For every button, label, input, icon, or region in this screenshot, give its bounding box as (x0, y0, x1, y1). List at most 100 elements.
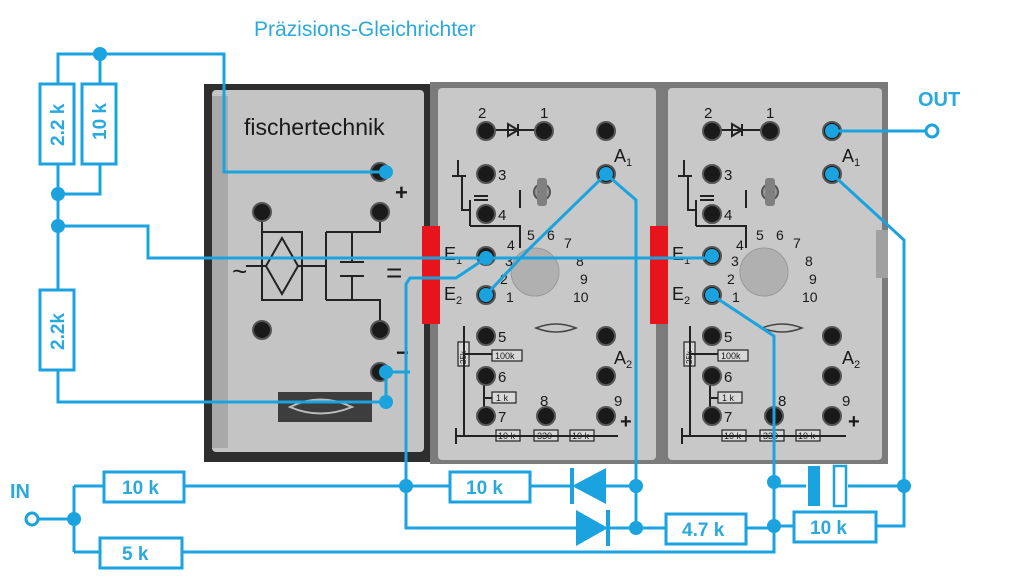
socket[interactable] (822, 406, 842, 426)
socket[interactable] (476, 326, 496, 346)
junctions (51, 47, 911, 535)
potentiometer-dial[interactable] (739, 247, 789, 297)
socket[interactable] (702, 406, 722, 426)
dial-label: 10 (573, 289, 589, 305)
plus-label: + (848, 411, 860, 433)
dial-label: 8 (805, 253, 813, 269)
pin-label: 3 (724, 167, 732, 184)
pin-label: 1 (506, 289, 514, 305)
socket[interactable] (476, 164, 496, 184)
socket[interactable] (476, 406, 496, 426)
page-title: Präzisions-Gleichrichter (254, 18, 476, 41)
marker-red-1 (422, 226, 440, 324)
capacitor (808, 464, 848, 508)
socket-a2[interactable] (596, 366, 616, 386)
pin-label: 5 (498, 329, 506, 346)
opamp-module-1: 2 1 3 4 A1 E1 E2 4 5 6 7 8 9 10 3 2 1 5 … (430, 82, 662, 464)
socket[interactable] (702, 366, 722, 386)
dial-label: 4 (507, 237, 515, 253)
resistor-2-2k-top: 2.2 k (38, 82, 76, 166)
out-label: OUT (918, 89, 960, 111)
socket[interactable] (476, 121, 496, 141)
pin-label: 9 (614, 393, 622, 410)
output-terminal[interactable] (924, 123, 940, 139)
e2-label: E2 (444, 284, 462, 307)
resistor-label: 10 k (810, 518, 847, 539)
pin-label: 1 (766, 105, 774, 122)
socket-plus[interactable] (370, 202, 390, 222)
socket-a2[interactable] (822, 366, 842, 386)
socket[interactable] (252, 320, 272, 340)
socket[interactable] (760, 121, 780, 141)
diode-upper (570, 468, 606, 504)
pin-label: 8 (778, 393, 786, 410)
fish-symbol (759, 323, 805, 333)
input-terminal[interactable] (24, 511, 40, 527)
resistor-label: 5 k (122, 544, 149, 565)
marker-red-2 (650, 226, 668, 324)
pin-label: 4 (498, 207, 506, 224)
component-label: 1 k (722, 393, 735, 403)
socket[interactable] (534, 121, 554, 141)
power-supply-module: fischertechnik ~ = + − (204, 84, 430, 462)
pin-label: 8 (540, 393, 548, 410)
dial-label: 7 (793, 235, 801, 251)
socket[interactable] (476, 204, 496, 224)
dial-label: 10 (802, 289, 818, 305)
pin-label: 2 (500, 271, 508, 287)
component-label: 100k (495, 351, 515, 361)
e2-label: E2 (672, 284, 690, 307)
dial-label: 7 (564, 235, 572, 251)
socket[interactable] (702, 204, 722, 224)
fish-logo (278, 392, 372, 422)
resistor-10k-feedback: 10 k (448, 470, 532, 504)
tilde-symbol: ~ (232, 256, 247, 286)
pin-label: 5 (724, 329, 732, 346)
pin-label: 3 (505, 253, 513, 269)
dial-label: 5 (756, 227, 764, 243)
equals-symbol: = (386, 257, 402, 288)
resistor-label: 10 k (122, 478, 159, 499)
pin-label: 2 (727, 271, 735, 287)
dial-label: 6 (547, 227, 555, 243)
resistor-label: 2.2k (48, 313, 69, 350)
plus-symbol: + (395, 180, 408, 205)
socket[interactable] (702, 121, 722, 141)
dial-label: 5 (527, 227, 535, 243)
socket[interactable] (476, 366, 496, 386)
pin-label: 1 (732, 289, 740, 305)
resistor-10k-top: 10 k (80, 82, 118, 166)
a1-label: A1 (842, 146, 860, 169)
pin-label: 6 (498, 369, 506, 386)
pin-label: 3 (498, 167, 506, 184)
a2-label: A2 (842, 348, 860, 371)
pin-label: 3 (731, 253, 739, 269)
fish-symbol (533, 323, 579, 333)
socket-minus-top[interactable] (370, 320, 390, 340)
dial-label: 8 (576, 253, 584, 269)
in-label: IN (10, 481, 30, 503)
socket[interactable] (702, 164, 722, 184)
resistor-label: 4.7 k (682, 520, 725, 541)
socket[interactable] (252, 202, 272, 222)
socket[interactable] (596, 406, 616, 426)
socket[interactable] (596, 326, 616, 346)
dial-label: 6 (776, 227, 784, 243)
resistor-4-7k: 4.7 k (664, 512, 748, 546)
a2-label: A2 (614, 348, 632, 371)
resistor-label: 10 k (90, 103, 111, 140)
resistor-10k-input: 10 k (102, 470, 186, 504)
resistor-5k-input: 5 k (98, 536, 184, 570)
socket[interactable] (702, 326, 722, 346)
resistor-label: 10 k (466, 478, 503, 499)
socket[interactable] (536, 406, 556, 426)
resistor-label: 2.2 k (48, 103, 69, 146)
pin-label: 4 (724, 207, 732, 224)
resistor-2-2k-mid: 2.2k (38, 288, 76, 372)
socket[interactable] (822, 326, 842, 346)
socket[interactable] (596, 121, 616, 141)
component-label: 1 k (496, 393, 509, 403)
pin-label: 7 (498, 409, 506, 426)
pin-label: 6 (724, 369, 732, 386)
potentiometer-dial[interactable] (510, 247, 560, 297)
